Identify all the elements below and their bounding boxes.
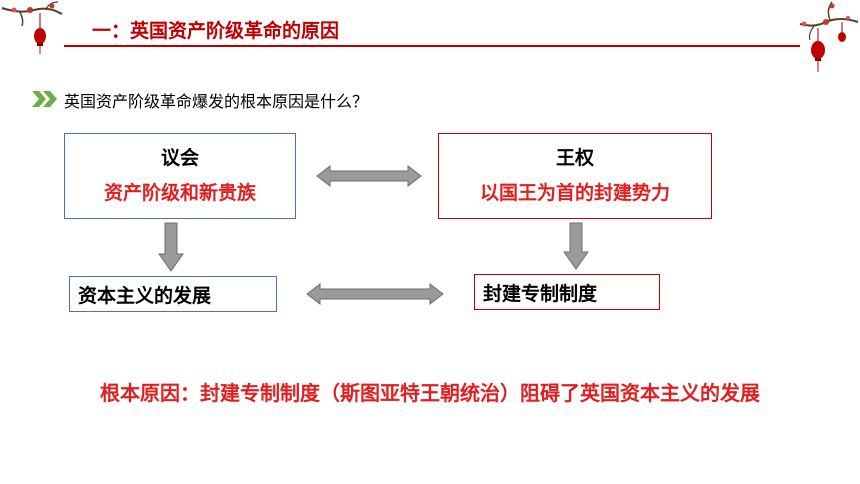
chevron-right-icon: [32, 91, 57, 107]
plum-blossom-decoration-right: [799, 1, 859, 72]
parliament-title: 议会: [160, 147, 199, 169]
royal-power-box: 王权 以国王为首的封建势力: [438, 133, 712, 219]
royal-power-subtitle: 以国王为首的封建势力: [479, 182, 670, 204]
capitalism-box: 资本主义的发展: [69, 276, 277, 312]
feudal-autocracy-label: 封建专制制度: [483, 282, 598, 305]
title-divider: [64, 45, 800, 47]
page-title: 一：英国资产阶级革命的原因: [92, 20, 340, 42]
feudal-autocracy-box: 封建专制制度: [474, 274, 660, 310]
double-arrow-top: [316, 165, 422, 187]
question-text: 英国资产阶级革命爆发的根本原因是什么？: [64, 92, 369, 111]
capitalism-label: 资本主义的发展: [78, 284, 212, 307]
royal-power-title: 王权: [555, 147, 594, 169]
parliament-subtitle: 资产阶级和新贵族: [103, 182, 256, 204]
down-arrow-left: [158, 222, 184, 272]
down-arrow-right: [563, 222, 589, 270]
parliament-box: 议会 资产阶级和新贵族: [64, 133, 296, 219]
conclusion-text: 根本原因：封建专制制度（斯图亚特王朝统治）阻碍了英国资本主义的发展: [100, 381, 760, 405]
double-arrow-bottom: [306, 283, 444, 305]
plum-blossom-decoration-left: [1, 1, 63, 54]
